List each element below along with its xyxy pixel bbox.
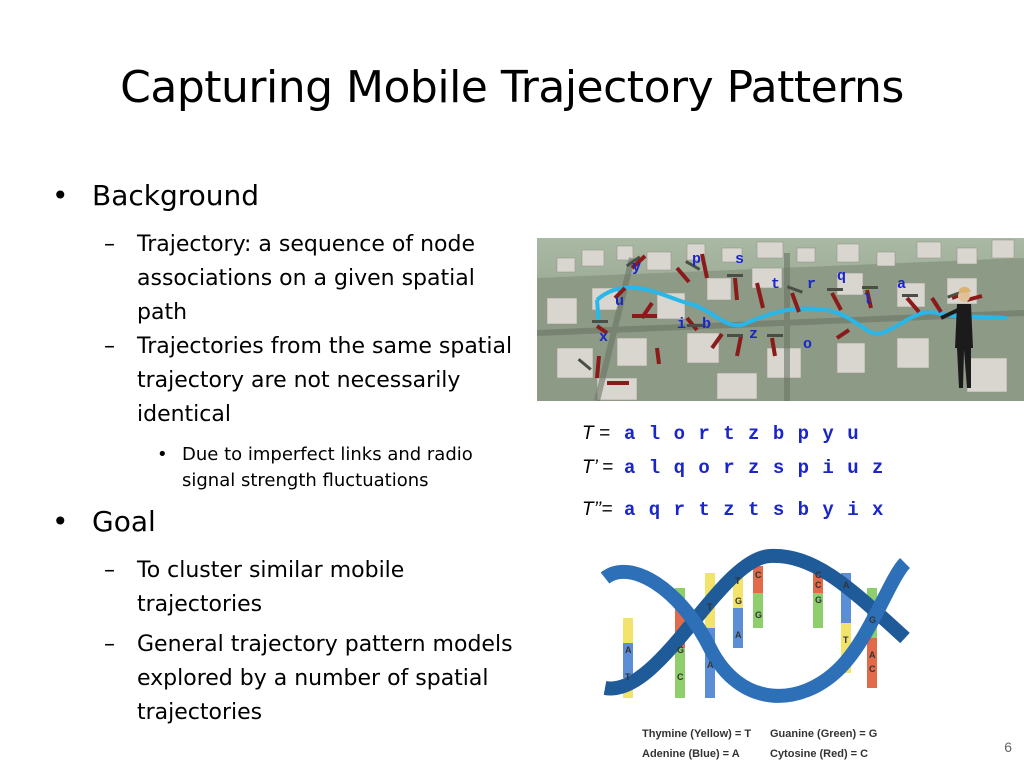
node-label: b <box>702 316 711 333</box>
node-label: z <box>749 326 758 343</box>
legend-adenine: Adenine (Blue) = A <box>642 748 740 760</box>
base-letter: C <box>815 580 822 590</box>
node-label: i <box>677 316 686 333</box>
base-letter: G <box>735 596 742 606</box>
subsubbullet-imperfect: •Due to imperfect links and radio signal… <box>157 444 473 491</box>
sequence-label: T = <box>582 423 610 444</box>
subbullet-general: –General trajectory pattern models explo… <box>104 632 513 725</box>
node-label: l <box>863 292 872 309</box>
base-letter: A <box>707 660 714 670</box>
base-letter: G <box>755 610 762 620</box>
node-label: a <box>897 276 906 293</box>
base-letter: A <box>625 645 632 655</box>
node-label: q <box>837 268 846 285</box>
base-letter: C <box>869 664 876 674</box>
base-letter: C <box>815 570 822 580</box>
sequence-value: a l q o r z s p i u z <box>624 457 885 479</box>
base-letter: T <box>625 672 631 682</box>
node-label: x <box>599 329 608 346</box>
base-letter: T <box>735 576 741 586</box>
node-label: t <box>771 276 780 293</box>
base-letter: C <box>677 672 684 682</box>
node-label: r <box>807 276 816 293</box>
node-label: p <box>692 251 701 268</box>
subbullet-trajectory-def: –Trajectory: a sequence of node associat… <box>104 232 476 325</box>
base-letter: C <box>755 570 762 580</box>
base-letter: T <box>843 635 849 645</box>
base-letter: G <box>677 645 684 655</box>
base-letter: A <box>869 650 876 660</box>
page-number: 6 <box>1004 739 1012 755</box>
sequence-label: T’ = <box>582 457 614 478</box>
legend-cytosine: Cytosine (Red) = C <box>770 748 869 760</box>
node-label: u <box>615 293 624 310</box>
sequence-label: T’’= <box>582 499 613 520</box>
sequence-value: a q r t z t s b y i x <box>624 499 885 521</box>
base-letter: A <box>843 580 850 590</box>
node-label: o <box>803 336 812 353</box>
base-letter: A <box>735 630 742 640</box>
bullet-goal: •Goal <box>52 505 156 538</box>
bullet-background: •Background <box>52 179 260 212</box>
base-letter: G <box>869 615 876 625</box>
legend-thymine: Thymine (Yellow) = T <box>642 728 752 740</box>
node-label: s <box>735 251 744 268</box>
subbullet-cluster: –To cluster similar mobile trajectories <box>104 558 405 617</box>
node-label: y <box>632 259 641 276</box>
sequence-t-prime: T’ = a l q o r z s p i u z <box>582 456 884 480</box>
base-letter: G <box>815 595 822 605</box>
dna-helix-illustration: T C C A G G T C G A A G T A G C T A C <box>600 548 910 703</box>
city-trajectory-illustration: y p s q t r a u l x i b z o <box>537 238 1024 401</box>
bullet-list: •Background –Trajectory: a sequence of n… <box>52 178 522 730</box>
person-figure <box>940 286 973 388</box>
legend-guanine: Guanine (Green) = G <box>770 728 878 740</box>
sequence-t: T = a l o r t z b p y u <box>582 422 860 446</box>
sequence-value: a l o r t z b p y u <box>624 423 860 445</box>
subbullet-not-identical: –Trajectories from the same spatial traj… <box>104 334 513 427</box>
slide-title: Capturing Mobile Trajectory Patterns <box>120 62 904 113</box>
base-letter: T <box>707 602 713 612</box>
sequence-t-double-prime: T’’= a q r t z t s b y i x <box>582 498 884 522</box>
